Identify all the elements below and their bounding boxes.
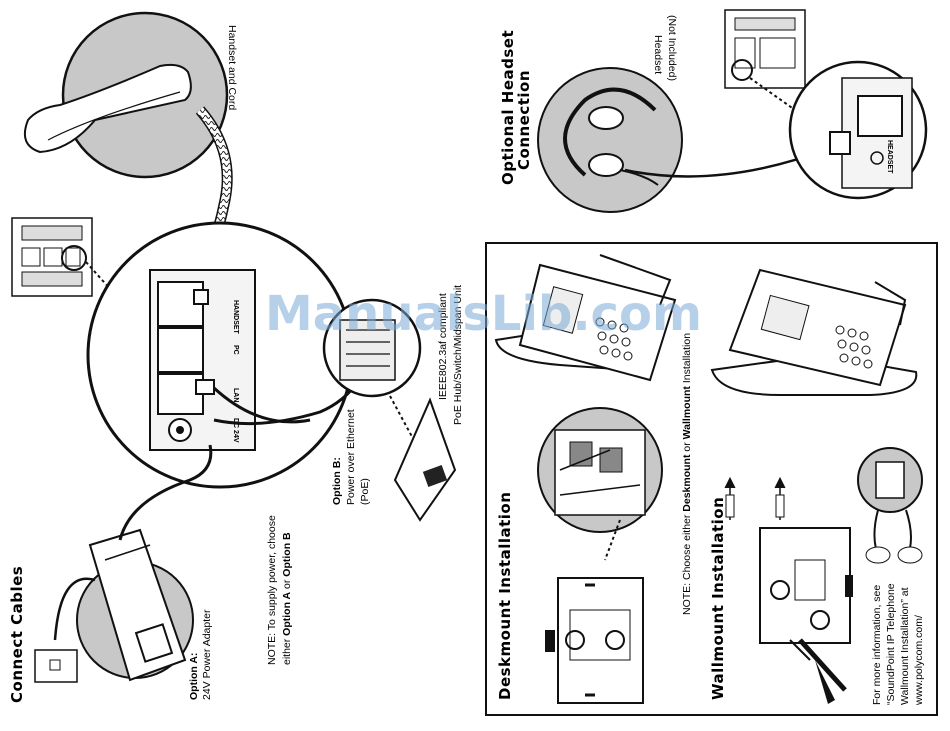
wallmount-heading: Wallmount Installation bbox=[709, 497, 727, 700]
poe-callout bbox=[322, 298, 431, 471]
headset-illustration bbox=[537, 67, 831, 213]
note-power-line2: either Option A or Option B bbox=[281, 532, 293, 665]
option-a-desc: 24V Power Adapter bbox=[201, 609, 213, 700]
headset-heading-line1: Optional Headset bbox=[499, 30, 517, 185]
phone-back-thumbnail bbox=[11, 217, 121, 301]
wallmount-phone-illustration bbox=[710, 268, 918, 396]
info-line1: For more information, see bbox=[871, 585, 883, 705]
option-b-title: Option B: bbox=[331, 457, 343, 505]
port-label-dc: DC 24V bbox=[232, 418, 239, 443]
headset-caption-line1: Headset bbox=[652, 35, 664, 74]
wallmount-info: For more information, see “SoundPoint IP… bbox=[871, 583, 925, 706]
headset-caption-line2: (Not Included) bbox=[666, 15, 678, 81]
deskmount-base-callout bbox=[537, 407, 663, 561]
phone-ports-callout: HANDSET PC LAN DC 24V bbox=[86, 221, 354, 489]
deskmount-phone-illustration bbox=[494, 254, 677, 382]
wallmount-bracket bbox=[724, 476, 853, 704]
option-a-title: Option A: bbox=[188, 653, 200, 700]
watermark: ManualsLib.com bbox=[265, 286, 702, 342]
headset-jack bbox=[857, 95, 903, 137]
connect-cables-heading: Connect Cables bbox=[8, 566, 26, 703]
option-b-line1: Power over Ethernet bbox=[345, 409, 357, 505]
headset-port-label: HEADSET bbox=[886, 140, 893, 174]
port-label-handset: HANDSET bbox=[232, 300, 239, 335]
port-label-pc: PC bbox=[232, 345, 239, 355]
deskmount-heading: Deskmount Installation bbox=[496, 492, 514, 700]
installation-note: NOTE: Choose either Deskmount or Wallmou… bbox=[681, 333, 693, 615]
handset-illustration bbox=[24, 11, 229, 179]
info-line4: www.polycom.com/ bbox=[913, 615, 925, 706]
deskmount-bracket bbox=[545, 577, 644, 704]
option-b-line2: (PoE) bbox=[359, 478, 371, 505]
power-adapter-illustration bbox=[34, 444, 213, 683]
poe-hub-illustration bbox=[393, 397, 457, 522]
phone-back-thumbnail-headset bbox=[724, 9, 806, 111]
handset-caption: Handset and Cord bbox=[226, 25, 238, 110]
poe-line1: IEEE802.3af compliant bbox=[437, 293, 449, 400]
info-line3: Wallmount Installation” at bbox=[899, 587, 911, 705]
pc-port bbox=[157, 327, 204, 373]
info-line2: “SoundPoint IP Telephone bbox=[885, 583, 897, 705]
wallmount-clip-callout bbox=[857, 447, 923, 564]
note-power-line1: NOTE: To supply power, choose bbox=[266, 515, 278, 665]
headset-port-callout: HEADSET bbox=[788, 60, 928, 200]
headset-heading-line2: Connection bbox=[515, 70, 533, 170]
wall-outlet bbox=[34, 649, 78, 683]
poe-line2: PoE Hub/Switch/Midspan Unit bbox=[452, 285, 464, 425]
port-label-lan: LAN bbox=[232, 388, 239, 402]
